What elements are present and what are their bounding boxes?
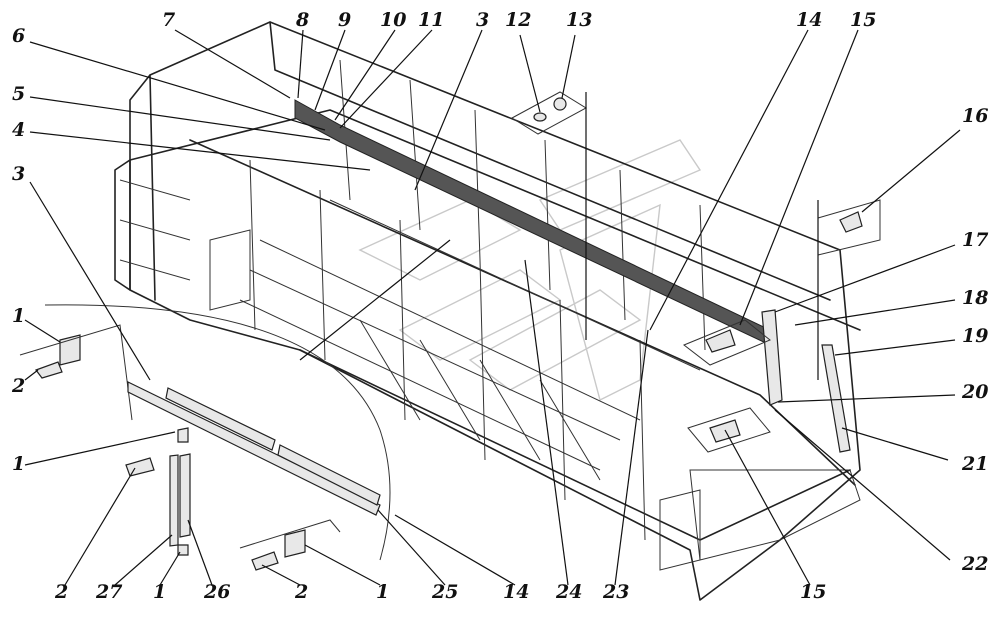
vertical-trim-strip [761,309,783,406]
callout-1-c: 1 [153,581,166,603]
callout-18: 18 [962,287,988,309]
callout-15-top: 15 [850,9,876,31]
callout-2-a: 2 [11,375,25,397]
callout-21: 21 [961,453,988,475]
inset-parts [19,324,381,571]
callout-3-top: 3 [476,9,489,31]
callout-20: 20 [961,381,988,403]
callout-15-bottom: 15 [800,581,826,603]
callout-13: 13 [566,9,592,31]
callout-9: 9 [338,9,351,31]
detail-screw-14 [683,319,771,366]
detail-screw-15 [687,407,771,453]
callout-3-left: 3 [12,163,25,185]
roof-trim-strip [294,99,771,346]
callout-19: 19 [962,325,988,347]
watermark-logo [358,139,702,402]
callout-10: 10 [380,9,406,31]
callout-2-b: 2 [54,581,68,603]
callout-25: 25 [431,581,458,603]
callout-26: 26 [203,581,230,603]
callout-2-c: 2 [294,581,308,603]
callout-7: 7 [162,9,175,31]
callout-27: 27 [95,581,122,603]
callout-1-d: 1 [376,581,389,603]
callout-1-a: 1 [12,305,25,327]
leader-lines [24,29,961,586]
callout-5: 5 [12,83,25,105]
callout-12: 12 [505,9,531,31]
callout-4: 4 [12,119,25,141]
callout-labels: 7 8 9 10 11 3 12 13 14 15 6 5 4 3 16 17 … [11,9,988,603]
callout-11: 11 [418,9,444,31]
callout-17: 17 [962,229,988,251]
callout-24: 24 [555,581,582,603]
rear-vertical-trim [821,344,851,453]
callout-6: 6 [12,25,25,47]
callout-1-b: 1 [12,453,25,475]
inset-boundary-arc [44,304,391,561]
bus-frame [114,21,861,601]
detail-screw-12-13 [511,91,587,340]
callout-23: 23 [602,581,629,603]
callout-14-bottom: 14 [503,581,529,603]
detail-screw-16 [817,199,881,380]
callout-22: 22 [961,553,988,575]
callout-14-top: 14 [796,9,822,31]
callout-16: 16 [962,105,988,127]
callout-8: 8 [295,9,309,31]
